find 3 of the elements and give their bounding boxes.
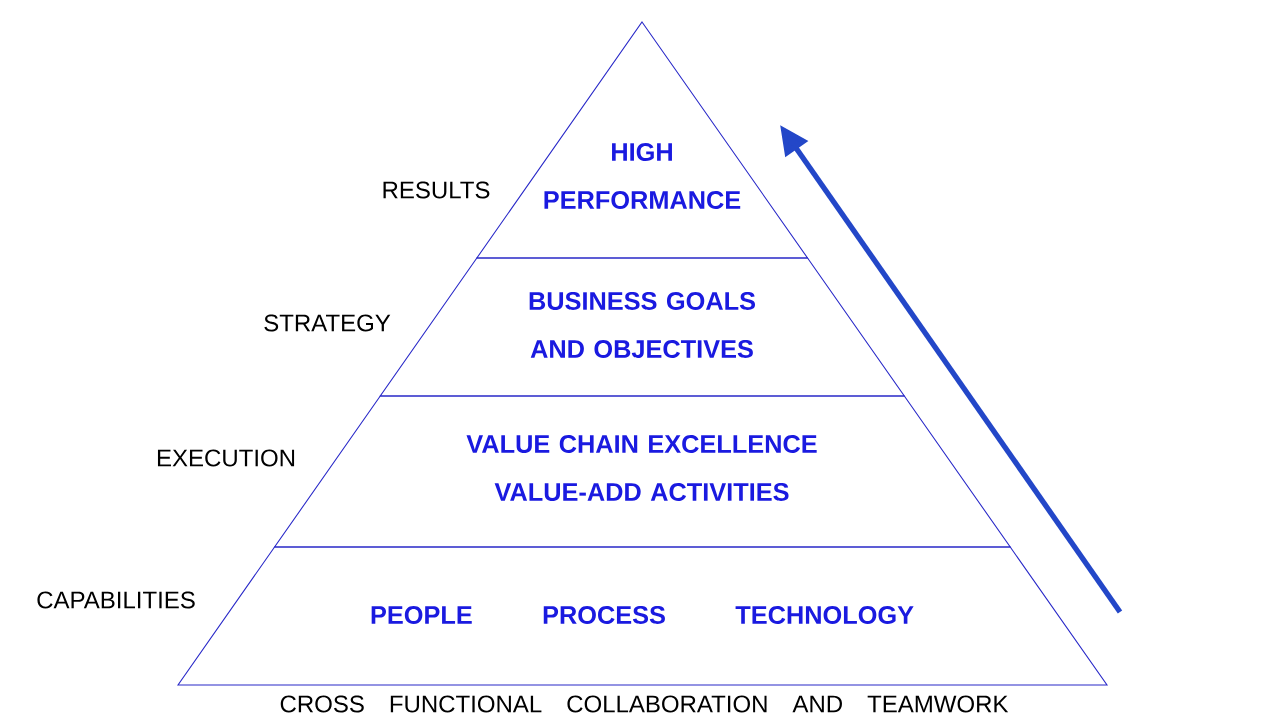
tier-label: CAPABILITIES [37, 591, 195, 609]
tier-label: RESULTS [383, 181, 490, 199]
tier-label: EXECUTION [157, 449, 295, 467]
